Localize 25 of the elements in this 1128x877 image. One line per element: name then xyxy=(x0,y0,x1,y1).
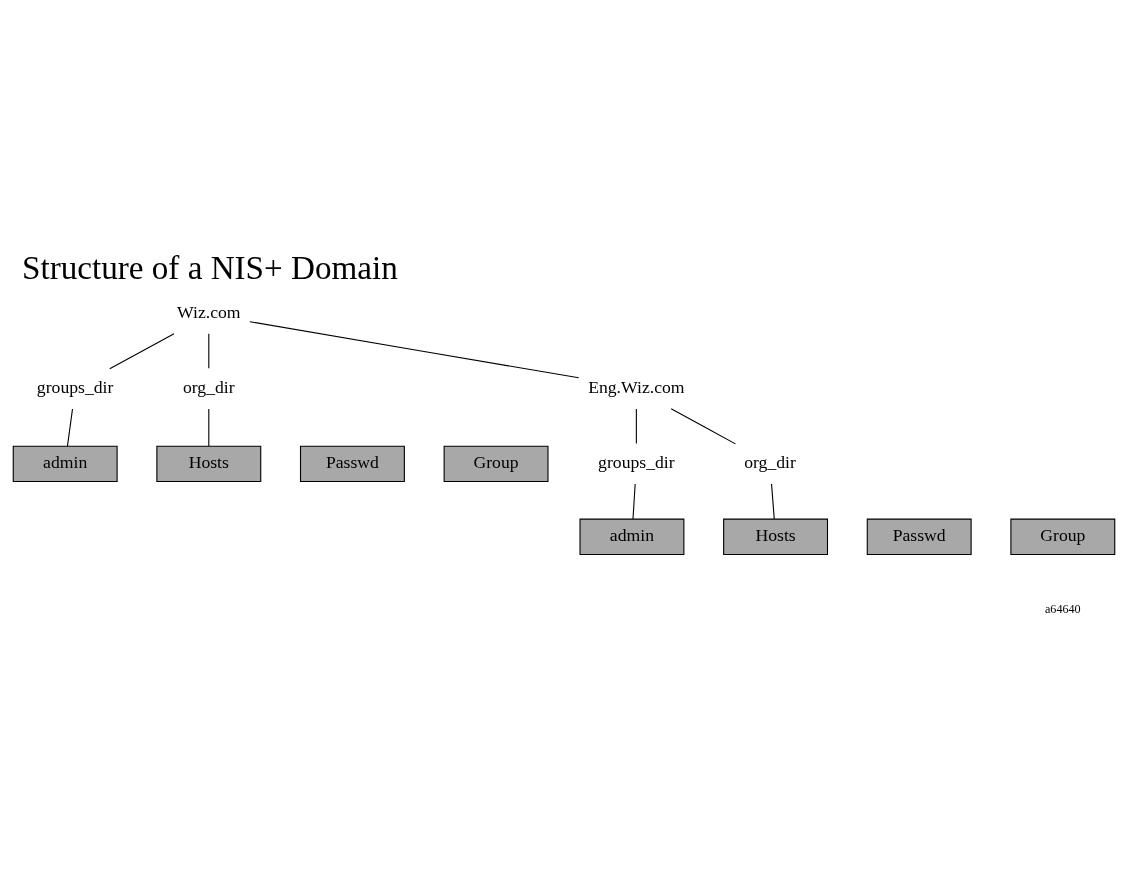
node-box: Hosts xyxy=(156,445,262,482)
node-box: Group xyxy=(1010,518,1116,555)
node-box: Group xyxy=(443,445,549,482)
node-text: org_dir xyxy=(182,376,235,397)
label: a64640 xyxy=(1044,601,1081,616)
connector xyxy=(771,482,775,520)
diagram-title: Structure of a NIS+ Domain xyxy=(22,248,398,286)
connector xyxy=(208,407,210,446)
node-box: admin xyxy=(12,445,118,482)
node-text: Eng.Wiz.com xyxy=(588,376,685,397)
connector xyxy=(66,407,74,446)
connector xyxy=(635,407,637,444)
connector xyxy=(249,320,580,378)
node-box: Hosts xyxy=(723,518,829,555)
node-text: Wiz.com xyxy=(177,301,241,322)
node-box: Passwd xyxy=(866,518,972,555)
node-text: groups_dir xyxy=(36,376,114,397)
node-text: groups_dir xyxy=(598,451,675,472)
node-box: admin xyxy=(579,518,685,555)
node-text: org_dir xyxy=(744,451,796,472)
connector xyxy=(109,332,175,369)
connector xyxy=(632,482,636,520)
node-box: Passwd xyxy=(299,445,405,482)
connector xyxy=(208,332,210,369)
connector xyxy=(670,407,736,444)
